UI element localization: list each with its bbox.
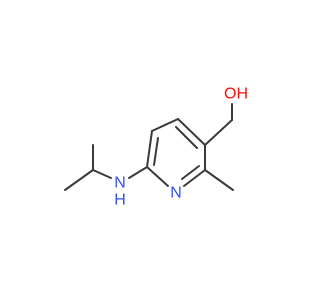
- bond-c3-c4-inner: [175, 126, 198, 149]
- hydroxyl-label: OH: [224, 86, 248, 103]
- bond-c3-c4: [177, 118, 206, 146]
- pyridine-ring: [146, 118, 206, 187]
- bond-ch-methyl-left: [64, 169, 94, 191]
- bond-n1-c2-inner: [181, 165, 200, 180]
- bond-n1-c2: [183, 169, 206, 187]
- bond-c6-n1: [146, 166, 169, 187]
- ring-nitrogen-label: N: [170, 185, 182, 202]
- amine-nitrogen-label: N: [114, 175, 126, 192]
- bond-c5-c6: [146, 130, 153, 168]
- bond-c2-methyl: [204, 169, 234, 191]
- bond-nh-ch: [92, 169, 112, 179]
- bond-c5-c6-inner: [153, 137, 159, 166]
- bond-c6-nh: [128, 166, 148, 179]
- bond-c4-c5: [151, 118, 179, 132]
- amine-hydrogen-label: H: [114, 192, 126, 209]
- bond-c3-ch2: [204, 119, 233, 146]
- substituent-bonds: [64, 103, 234, 191]
- molecule-structure-drawing: OH N N H: [64, 86, 248, 209]
